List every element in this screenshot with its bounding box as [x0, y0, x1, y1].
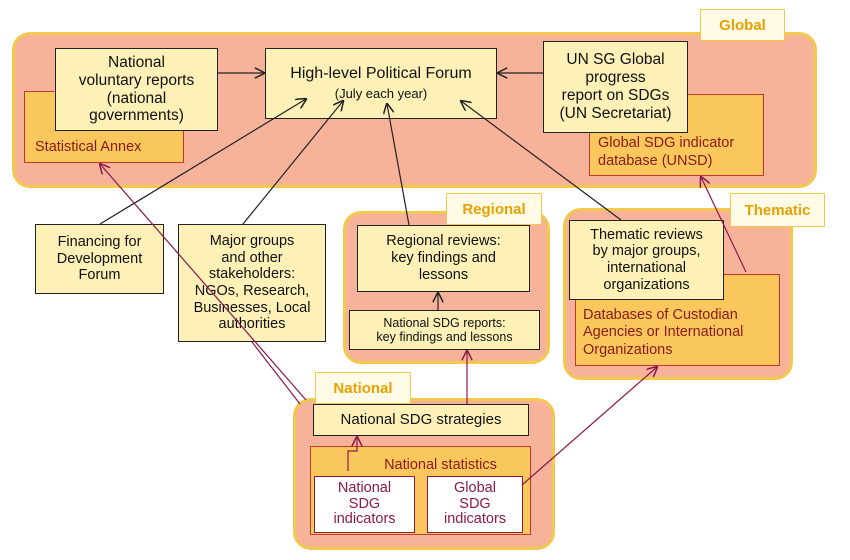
national-statistics-label: National statistics	[384, 457, 497, 473]
regional-reviews: Regional reviews: key findings and lesso…	[357, 225, 530, 292]
global-sdg-database-label: Global SDG indicator database (UNSD)	[598, 135, 735, 169]
statistical-annex-label: Statistical Annex	[35, 138, 142, 155]
thematic-reviews: Thematic reviews by major groups, intern…	[569, 220, 724, 300]
high-level-political-forum: High-level Political Forum (July each ye…	[265, 48, 497, 119]
global-label: Global	[700, 9, 785, 41]
thematic-label: Thematic	[730, 193, 825, 227]
regional-label: Regional	[446, 193, 542, 225]
financing-for-development-forum: Financing for Development Forum	[35, 224, 164, 294]
un-sg-progress-report: UN SG Global progress report on SDGs (UN…	[543, 41, 688, 133]
hlpf-title: High-level Political Forum	[290, 64, 472, 82]
national-sdg-strategies: National SDG strategies	[313, 404, 529, 436]
major-groups-stakeholders: Major groups and other stakeholders: NGO…	[178, 224, 326, 342]
arrow-majorgroups-link	[251, 341, 301, 405]
national-sdg-indicators: National SDG indicators	[314, 476, 415, 533]
national-voluntary-reports: National voluntary reports (national gov…	[55, 48, 218, 131]
national-label: National	[315, 372, 411, 404]
global-sdg-indicators: Global SDG indicators	[427, 476, 523, 533]
national-sdg-reports: National SDG reports: key findings and l…	[349, 310, 540, 350]
custodian-databases-label: Databases of Custodian Agencies or Inter…	[583, 306, 744, 358]
hlpf-subtitle: (July each year)	[334, 86, 428, 102]
